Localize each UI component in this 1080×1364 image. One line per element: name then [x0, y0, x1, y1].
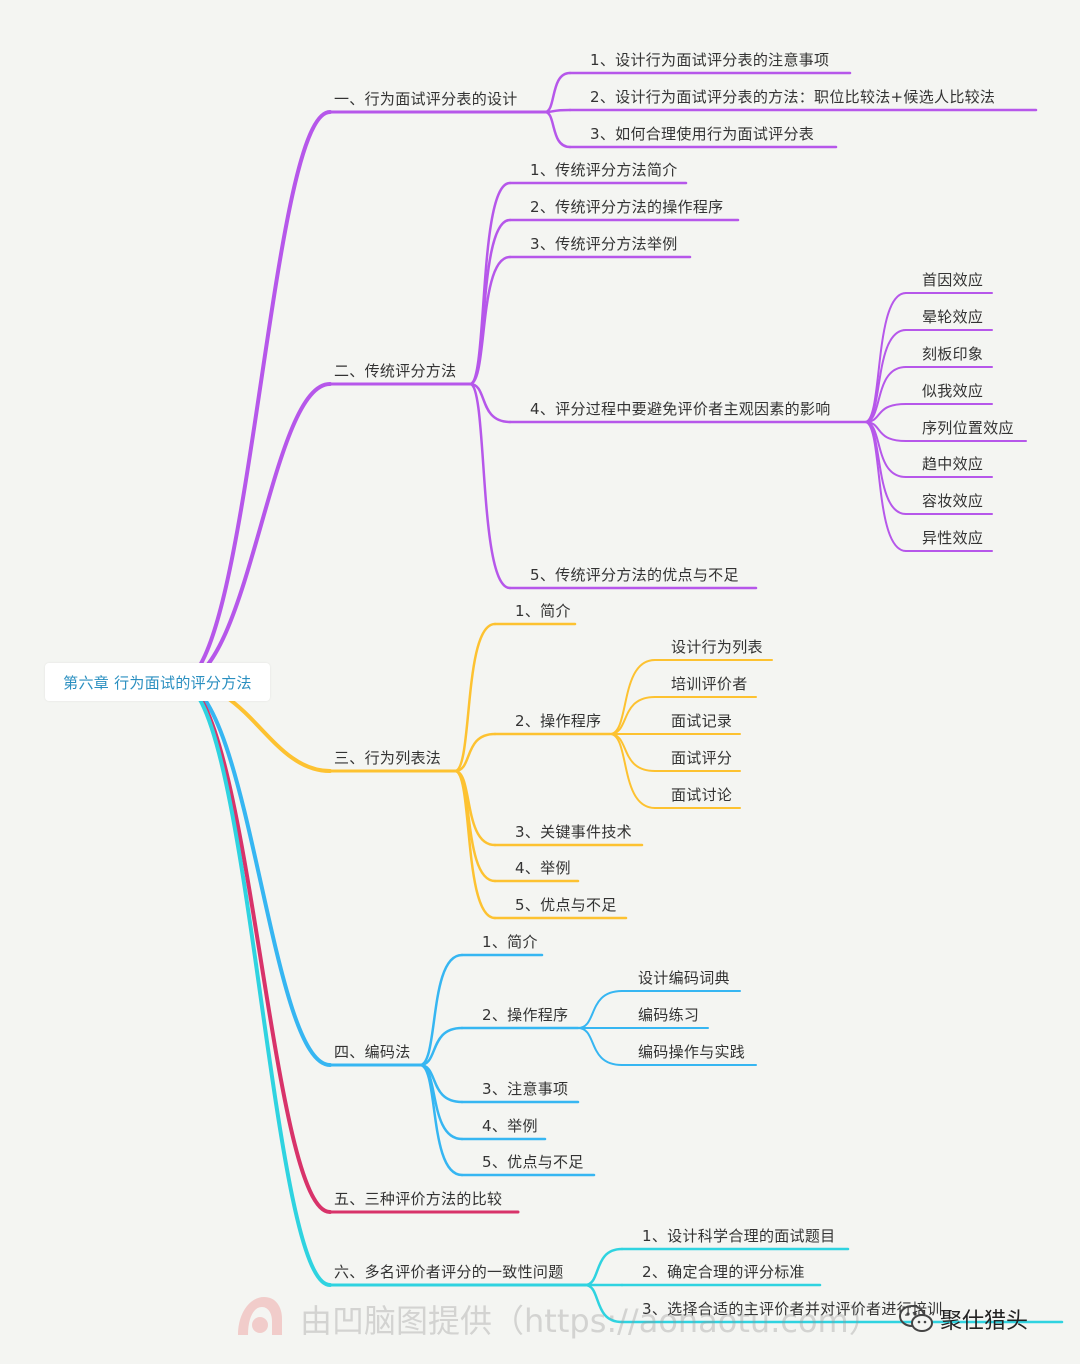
branch-3-child-1-label[interactable]: 1、简介	[515, 602, 571, 620]
leaf-4-2-1-label[interactable]: 设计编码词典	[638, 969, 730, 987]
leaf-3-2-5-label[interactable]: 面试讨论	[671, 786, 733, 804]
branch-4-child-2-label[interactable]: 2、操作程序	[482, 1006, 569, 1024]
root-node[interactable]: 第六章 行为面试的评分方法	[45, 663, 270, 701]
leaf-link-2-4-3	[864, 366, 907, 423]
leaf-3-2-1-label[interactable]: 设计行为列表	[671, 638, 763, 656]
leaf-2-4-8-label[interactable]: 异性效应	[922, 529, 984, 547]
branch-4-child-3-label[interactable]: 3、注意事项	[482, 1080, 569, 1098]
leaf-link-3-2-2	[609, 696, 656, 735]
child-link-6-1	[583, 1247, 624, 1287]
leaf-3-2-2-label[interactable]: 培训评价者	[671, 675, 748, 693]
branch-2-child-1-label[interactable]: 1、传统评分方法简介	[530, 161, 678, 179]
leaf-3-2-4-label[interactable]: 面试评分	[671, 749, 733, 767]
leaf-4-2-3-label[interactable]: 编码操作与实践	[638, 1043, 746, 1061]
brand-text: 聚仕猎头	[940, 1309, 1029, 1334]
child-link-4-1	[418, 953, 464, 1067]
leaf-2-4-6-label[interactable]: 趋中效应	[922, 455, 984, 473]
branch-4-child-1-label[interactable]: 1、简介	[482, 933, 538, 951]
branch-5-label[interactable]: 五、三种评价方法的比较	[334, 1190, 503, 1208]
branch-2-label[interactable]: 二、传统评分方法	[334, 362, 457, 380]
branch-6-child-2-label[interactable]: 2、确定合理的评分标准	[642, 1263, 805, 1281]
branch-2-child-5-label[interactable]: 5、传统评分方法的优点与不足	[530, 566, 739, 584]
leaf-link-2-4-1	[864, 292, 907, 423]
leaf-2-4-5-label[interactable]: 序列位置效应	[922, 419, 1014, 437]
branch-link-4	[178, 680, 332, 1067]
child-link-3-2	[453, 732, 497, 773]
child-link-6-3	[583, 1283, 624, 1324]
wechat-icon	[899, 1305, 933, 1332]
branch-2-child-2-label[interactable]: 2、传统评分方法的操作程序	[530, 198, 724, 216]
branch-6-child-1-label[interactable]: 1、设计科学合理的面试题目	[642, 1227, 836, 1245]
leaf-2-4-2-label[interactable]: 晕轮效应	[922, 308, 984, 326]
leaf-link-4-2-1	[577, 990, 623, 1029]
branch-3-child-5-label[interactable]: 5、优点与不足	[515, 896, 617, 914]
branch-1-child-2-label[interactable]: 2、设计行为面试评分表的方法：职位比较法+候选人比较法	[590, 88, 996, 106]
child-link-2-5	[468, 382, 512, 590]
branch-link-6	[178, 680, 332, 1287]
branch-link-1	[178, 110, 332, 684]
branch-6-child-3-label[interactable]: 3、选择合适的主评价者并对评价者进行培训	[642, 1300, 943, 1318]
branch-4-child-5-label[interactable]: 5、优点与不足	[482, 1153, 584, 1171]
child-link-2-2	[468, 218, 512, 386]
root-node-label: 第六章 行为面试的评分方法	[63, 673, 252, 692]
branch-6-label[interactable]: 六、多名评价者评分的一致性问题	[334, 1263, 564, 1281]
branch-3-child-3-label[interactable]: 3、关键事件技术	[515, 823, 632, 841]
branch-1-label[interactable]: 一、行为面试评分表的设计	[334, 90, 518, 108]
leaf-link-4-2-3	[577, 1027, 623, 1066]
branch-1-child-1-label[interactable]: 1、设计行为面试评分表的注意事项	[590, 51, 830, 69]
branch-4-label[interactable]: 四、编码法	[334, 1043, 411, 1061]
child-link-1-3	[543, 110, 572, 149]
watermark: 由凹脑图提供（https://aonaotu.com）	[300, 1302, 881, 1340]
leaf-3-2-3-label[interactable]: 面试记录	[671, 712, 733, 730]
branch-2-child-4-label[interactable]: 4、评分过程中要避免评价者主观因素的影响	[530, 400, 831, 418]
child-link-4-5	[418, 1063, 464, 1177]
leaf-2-4-4-label[interactable]: 似我效应	[922, 382, 984, 400]
branch-3-child-2-label[interactable]: 2、操作程序	[515, 712, 602, 730]
leaf-4-2-2-label[interactable]: 编码练习	[638, 1006, 700, 1024]
leaf-link-2-4-2	[864, 329, 907, 423]
child-link-1-1	[543, 71, 572, 114]
leaf-2-4-3-label[interactable]: 刻板印象	[922, 345, 984, 363]
aonaotu-logo-icon	[238, 1297, 282, 1335]
brand-badge: 聚仕猎头	[898, 1302, 1028, 1336]
leaf-link-3-2-5	[609, 733, 656, 809]
leaf-link-3-2-1	[609, 659, 656, 735]
child-link-2-4	[468, 382, 512, 424]
branch-2-child-3-label[interactable]: 3、传统评分方法举例	[530, 235, 678, 253]
branch-4-child-4-label[interactable]: 4、举例	[482, 1117, 538, 1135]
child-link-3-5	[453, 769, 497, 920]
branch-1-child-3-label[interactable]: 3、如何合理使用行为面试评分表	[590, 125, 815, 143]
leaf-2-4-1-label[interactable]: 首因效应	[922, 271, 984, 289]
child-link-4-2	[418, 1026, 464, 1067]
leaf-2-4-7-label[interactable]: 容妆效应	[922, 492, 984, 510]
child-link-2-3	[468, 255, 512, 386]
child-link-3-1	[453, 622, 497, 773]
branch-3-child-4-label[interactable]: 4、举例	[515, 859, 571, 877]
branch-3-label[interactable]: 三、行为列表法	[334, 749, 442, 767]
leaf-link-2-4-8	[864, 421, 907, 552]
